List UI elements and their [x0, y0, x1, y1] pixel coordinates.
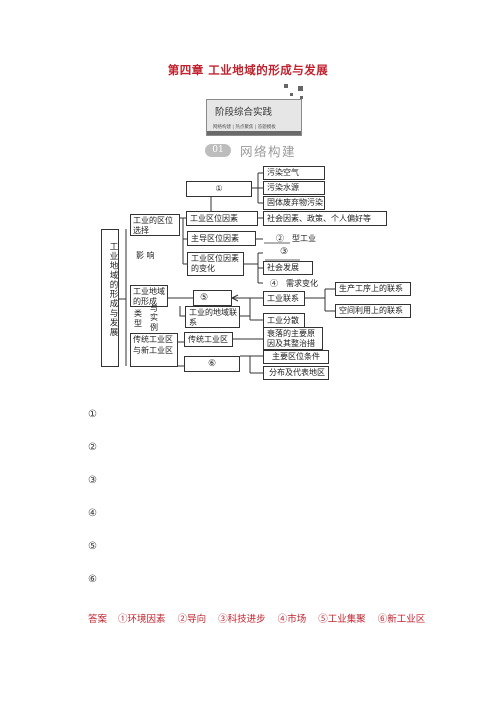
industrial-dispersion-box: 工业分散 — [263, 313, 305, 328]
decor-dot — [290, 93, 293, 96]
banner-bar — [207, 131, 301, 135]
answer-label: 答案 — [88, 614, 108, 625]
pollution-air-box: 污染空气 — [263, 166, 325, 180]
blank-2-type-label: ② 型工业 — [276, 234, 316, 243]
answer-item: ④市场 — [277, 614, 307, 625]
answer-item: ⑤工业集聚 — [318, 614, 366, 625]
decor-dot — [300, 96, 303, 99]
location-choice-box: 工业的区位选择 — [130, 214, 180, 236]
territorial-links-box: 工业的地域联系 — [185, 306, 240, 328]
blank-1-box: ① — [186, 181, 252, 197]
main-conditions-box: 主要区位条件 — [263, 350, 329, 364]
diagram-root: 工业地域的形成与发展 — [101, 229, 119, 367]
formation-text: 工业地域的形成 — [133, 287, 165, 306]
answer-item: ③科技进步 — [218, 614, 266, 625]
spatial-links-box: 空间利用上的联系 — [335, 304, 411, 318]
blank-5-box: ⑤ — [193, 290, 232, 306]
decor-dot — [298, 86, 303, 91]
answer-item: ⑥新工业区 — [377, 614, 426, 625]
answer-item: ②导向 — [177, 614, 207, 625]
question-item: ① — [88, 409, 97, 420]
traditional-new-text: 传统工业区与新工业区 — [133, 335, 173, 355]
decline-box: 衰落的主要原因及其整治措施 — [263, 327, 323, 358]
traditional-new-box: 传统工业区与新工业区 — [130, 333, 178, 367]
factor-changes-box: 工业区位因素的变化 — [187, 252, 244, 276]
location-choice-text: 工业的区位选择 — [133, 216, 173, 235]
location-factors-box: 工业区位因素 — [186, 211, 258, 226]
formation-box: 工业地域的形成 — [130, 285, 168, 307]
question-item: ③ — [88, 475, 97, 486]
example-label: 实 例 — [150, 313, 158, 332]
section-banner: 阶段综合实践 网络构建 | 热点聚焦 | 答题模板 — [206, 99, 302, 136]
with-label: 与 — [150, 304, 158, 313]
blank-5-text: ⑤ — [200, 293, 209, 303]
traditional-area-box: 传统工业区 — [184, 332, 233, 347]
solid-waste-box: 固体废弃物污染 — [263, 196, 325, 210]
production-links-box: 生产工序上的联系 — [335, 282, 411, 296]
territorial-links-text: 工业的地域联系 — [189, 308, 237, 327]
section-number-badge: 01 — [205, 144, 231, 157]
banner-sub-text: 网络构建 | 热点聚焦 | 答题模板 — [213, 125, 276, 130]
industrial-links-box: 工业联系 — [263, 291, 305, 306]
section-title: 网络构建 — [240, 144, 297, 159]
pollution-water-box: 污染水源 — [263, 181, 325, 195]
blank-3-label: ③ — [280, 247, 289, 257]
question-item: ⑥ — [88, 574, 97, 585]
answer-line: 答案 ①环境因素 ②导向 ③科技进步 ④市场 ⑤工业集聚 ⑥新工业区 — [88, 611, 434, 625]
influence-label: 影 响 — [136, 251, 155, 260]
factor-changes-text: 工业区位因素的变化 — [191, 254, 239, 273]
social-dev-box: 社会发展 — [263, 261, 313, 275]
chapter-title: 第四章 工业地域的形成与发展 — [167, 63, 329, 77]
blank-6-box: ⑥ — [184, 356, 240, 372]
answer-item: ①环境因素 — [118, 614, 166, 625]
type-label: 类 型 — [134, 309, 142, 328]
distribution-box: 分布及代表地区 — [263, 366, 329, 380]
decor-dot — [284, 84, 288, 88]
dominant-factors-box: 主导区位因素 — [187, 231, 256, 246]
social-factors-box: 社会因素、政策、个人偏好等 — [263, 211, 387, 226]
banner-main-text: 阶段综合实践 — [215, 107, 273, 118]
blank-4-demand-label: ④ 需求变化 — [270, 279, 318, 288]
question-item: ② — [88, 442, 97, 453]
question-item: ④ — [88, 508, 97, 519]
question-item: ⑤ — [88, 541, 97, 552]
